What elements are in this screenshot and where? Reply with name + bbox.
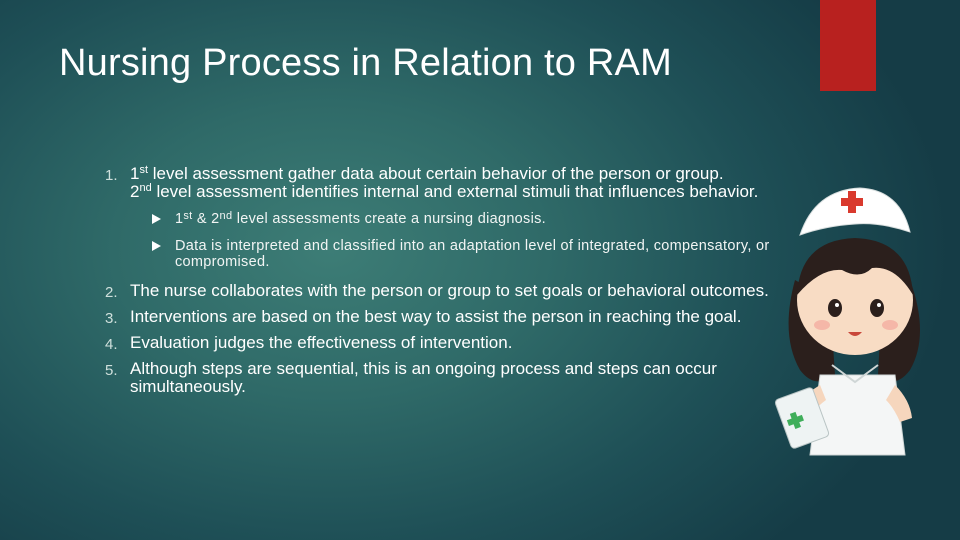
- sub-bullet: 1st & 2nd level assessments create a nur…: [152, 211, 780, 227]
- arrow-bullet-icon: [152, 241, 161, 251]
- superscript: nd: [219, 210, 233, 222]
- sub-bullet-text-part: level assessments create a nursing diagn…: [232, 211, 546, 227]
- content-list: 1. 1st level assessment gather data abou…: [105, 165, 780, 404]
- list-item-2: 2. The nurse collaborates with the perso…: [105, 281, 780, 302]
- arrow-bullet-icon: [152, 214, 161, 224]
- item-number: 5.: [105, 362, 118, 379]
- sub-bullet-text-part: & 2: [192, 211, 220, 227]
- accent-bar: [820, 0, 876, 91]
- item-text: The nurse collaborates with the person o…: [130, 281, 769, 300]
- item-text: Evaluation judges the effectiveness of i…: [130, 333, 513, 352]
- item-text: 2nd level assessment identifies internal…: [130, 182, 759, 201]
- superscript: st: [139, 164, 149, 176]
- sub-bullet-list: 1st & 2nd level assessments create a nur…: [130, 211, 780, 270]
- item-number: 4.: [105, 336, 118, 353]
- list-item-3: 3. Interventions are based on the best w…: [105, 307, 780, 328]
- sub-bullet: Data is interpreted and classified into …: [152, 238, 780, 270]
- item-number: 1.: [105, 167, 118, 184]
- superscript: nd: [139, 182, 152, 194]
- list-item-4: 4. Evaluation judges the effectiveness o…: [105, 333, 780, 354]
- item-text: Although steps are sequential, this is a…: [130, 359, 717, 396]
- superscript: st: [183, 210, 193, 222]
- item-text-part: level assessment identifies internal and…: [151, 182, 759, 201]
- nurse-illustration-icon: [774, 187, 920, 456]
- list-item-5: 5. Although steps are sequential, this i…: [105, 360, 780, 396]
- slide-title: Nursing Process in Relation to RAM: [59, 42, 672, 84]
- item-number: 3.: [105, 310, 118, 327]
- item-text: 1st level assessment gather data about c…: [130, 164, 724, 183]
- list-item-1: 1. 1st level assessment gather data abou…: [105, 164, 780, 271]
- item-number: 2.: [105, 284, 118, 301]
- item-text-part: level assessment gather data about certa…: [148, 164, 724, 183]
- sub-bullet-text: Data is interpreted and classified into …: [175, 238, 770, 270]
- item-text: Interventions are based on the best way …: [130, 307, 742, 326]
